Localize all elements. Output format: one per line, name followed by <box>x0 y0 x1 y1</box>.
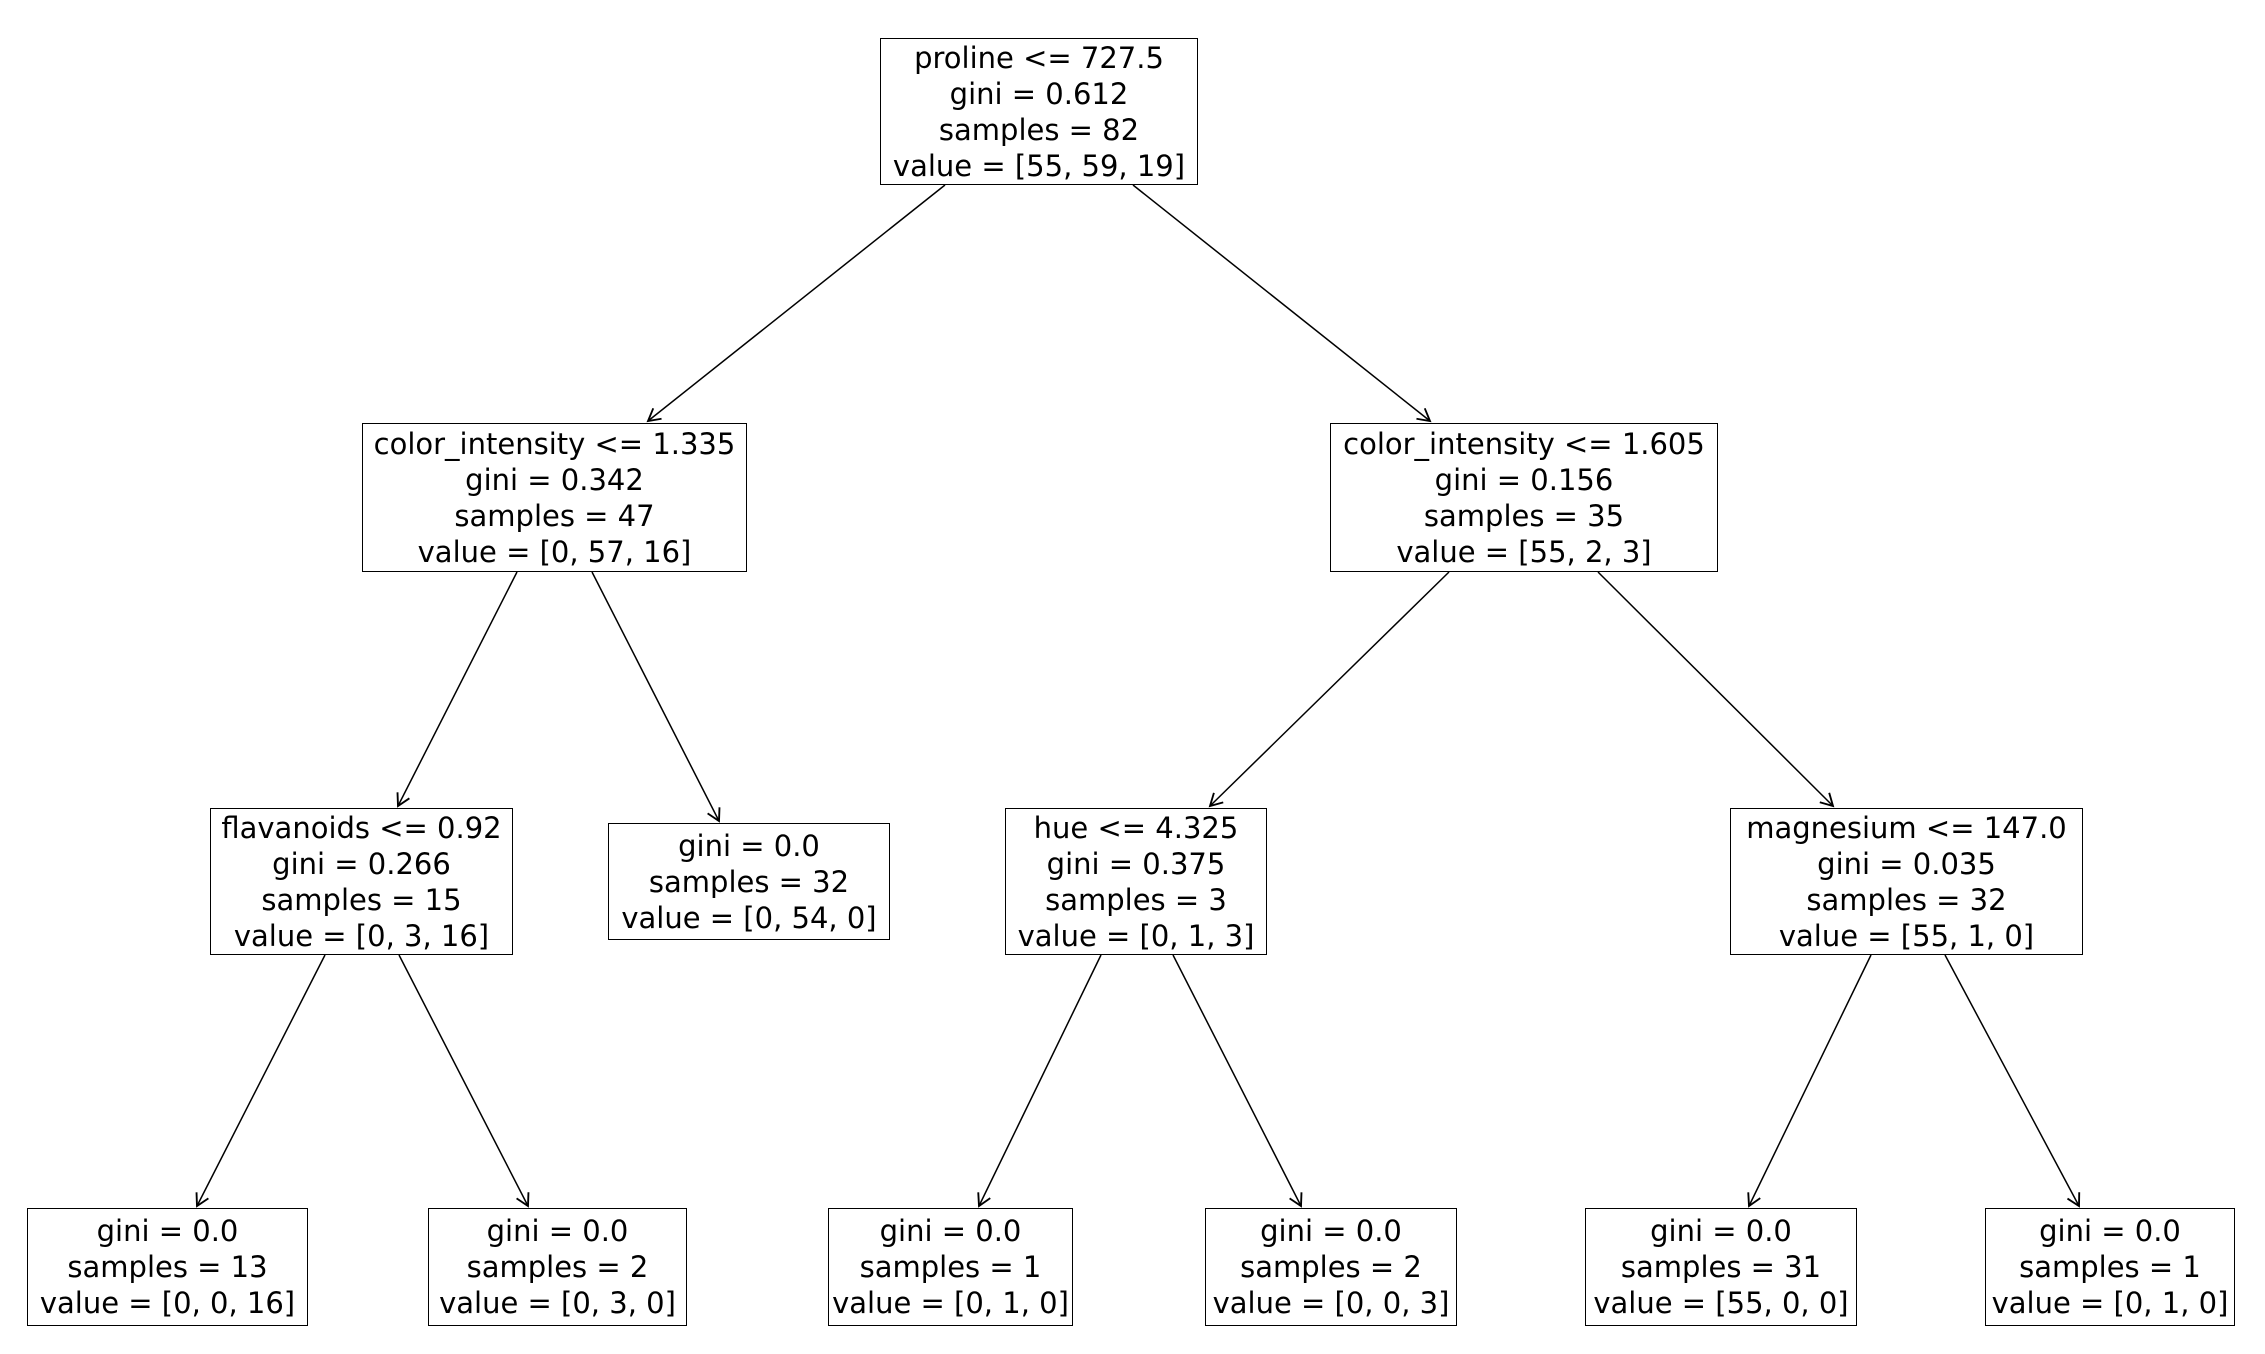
node-value: value = [55, 0, 0] <box>1593 1286 1849 1320</box>
node-samples: samples = 3 <box>1045 882 1227 917</box>
edge-root-to-l <box>646 184 946 423</box>
edge-root-to-r <box>1132 184 1432 423</box>
edge-r-to-rl <box>1208 571 1450 808</box>
node-samples: samples = 15 <box>261 882 462 917</box>
node-value: value = [0, 54, 0] <box>621 900 877 935</box>
edge-rr-to-rrr <box>1944 954 2081 1208</box>
tree-leaf-rrl: gini = 0.0 samples = 31 value = [55, 0, … <box>1585 1208 1857 1326</box>
tree-leaf-lll: gini = 0.0 samples = 13 value = [0, 0, 1… <box>27 1208 308 1326</box>
node-value: value = [0, 1, 3] <box>1017 918 1255 953</box>
edge-ll-to-lll <box>195 954 326 1208</box>
tree-node-root: proline <= 727.5 gini = 0.612 samples = … <box>880 38 1198 185</box>
tree-node-r: color_intensity <= 1.605 gini = 0.156 sa… <box>1330 423 1718 572</box>
edge-rl-to-rlr <box>1172 954 1303 1208</box>
node-samples: samples = 2 <box>466 1250 649 1284</box>
node-samples: samples = 1 <box>2019 1250 2201 1284</box>
tree-leaf-rlr: gini = 0.0 samples = 2 value = [0, 0, 3] <box>1205 1208 1457 1326</box>
node-gini: gini = 0.0 <box>486 1214 629 1248</box>
node-condition: magnesium <= 147.0 <box>1746 810 2067 845</box>
tree-leaf-lr: gini = 0.0 samples = 32 value = [0, 54, … <box>608 823 890 940</box>
tree-leaf-rll: gini = 0.0 samples = 1 value = [0, 1, 0] <box>828 1208 1073 1326</box>
node-gini: gini = 0.375 <box>1046 846 1226 881</box>
edge-rl-to-rll <box>977 954 1102 1208</box>
edge-ll-to-llr <box>398 954 530 1208</box>
edge-rr-to-rrl <box>1747 954 1872 1208</box>
node-samples: samples = 1 <box>859 1250 1042 1284</box>
node-condition: color_intensity <= 1.605 <box>1343 426 1705 461</box>
node-gini: gini = 0.342 <box>465 462 644 497</box>
node-condition: flavanoids <= 0.92 <box>221 810 502 845</box>
node-value: value = [0, 57, 16] <box>417 534 692 569</box>
node-samples: samples = 32 <box>648 864 850 899</box>
edge-l-to-lr <box>591 571 721 823</box>
tree-leaf-llr: gini = 0.0 samples = 2 value = [0, 3, 0] <box>428 1208 687 1326</box>
node-value: value = [55, 2, 3] <box>1396 534 1652 569</box>
tree-node-ll: flavanoids <= 0.92 gini = 0.266 samples … <box>210 808 513 955</box>
node-samples: samples = 82 <box>938 112 1140 147</box>
edge-r-to-rr <box>1597 571 1835 808</box>
node-gini: gini = 0.0 <box>2039 1214 2181 1248</box>
node-samples: samples = 2 <box>1240 1250 1422 1284</box>
node-condition: proline <= 727.5 <box>914 40 1164 75</box>
node-value: value = [55, 59, 19] <box>892 148 1186 183</box>
tree-leaf-rrr: gini = 0.0 samples = 1 value = [0, 1, 0] <box>1985 1208 2235 1326</box>
node-value: value = [0, 3, 16] <box>233 918 490 953</box>
edge-l-to-ll <box>396 571 518 808</box>
node-gini: gini = 0.0 <box>678 828 820 863</box>
node-samples: samples = 31 <box>1620 1250 1822 1284</box>
node-gini: gini = 0.0 <box>879 1214 1022 1248</box>
tree-node-rr: magnesium <= 147.0 gini = 0.035 samples … <box>1730 808 2083 955</box>
node-samples: samples = 35 <box>1423 498 1625 533</box>
node-value: value = [0, 3, 0] <box>439 1286 676 1320</box>
node-gini: gini = 0.156 <box>1434 462 1614 497</box>
node-gini: gini = 0.0 <box>96 1214 239 1248</box>
node-value: value = [55, 1, 0] <box>1778 918 2035 953</box>
node-gini: gini = 0.035 <box>1817 846 1996 881</box>
node-gini: gini = 0.612 <box>949 76 1129 111</box>
node-gini: gini = 0.0 <box>1260 1214 1402 1248</box>
node-value: value = [0, 0, 16] <box>39 1286 296 1320</box>
node-condition: color_intensity <= 1.335 <box>373 426 736 461</box>
node-value: value = [0, 1, 0] <box>1991 1286 2229 1320</box>
node-gini: gini = 0.266 <box>272 846 451 881</box>
node-value: value = [0, 1, 0] <box>832 1286 1069 1320</box>
node-gini: gini = 0.0 <box>1650 1214 1792 1248</box>
node-samples: samples = 13 <box>67 1250 268 1284</box>
tree-node-rl: hue <= 4.325 gini = 0.375 samples = 3 va… <box>1005 808 1267 955</box>
node-value: value = [0, 0, 3] <box>1212 1286 1450 1320</box>
tree-node-l: color_intensity <= 1.335 gini = 0.342 sa… <box>362 423 747 572</box>
node-condition: hue <= 4.325 <box>1033 810 1239 845</box>
node-samples: samples = 47 <box>454 498 655 533</box>
node-samples: samples = 32 <box>1806 882 2007 917</box>
